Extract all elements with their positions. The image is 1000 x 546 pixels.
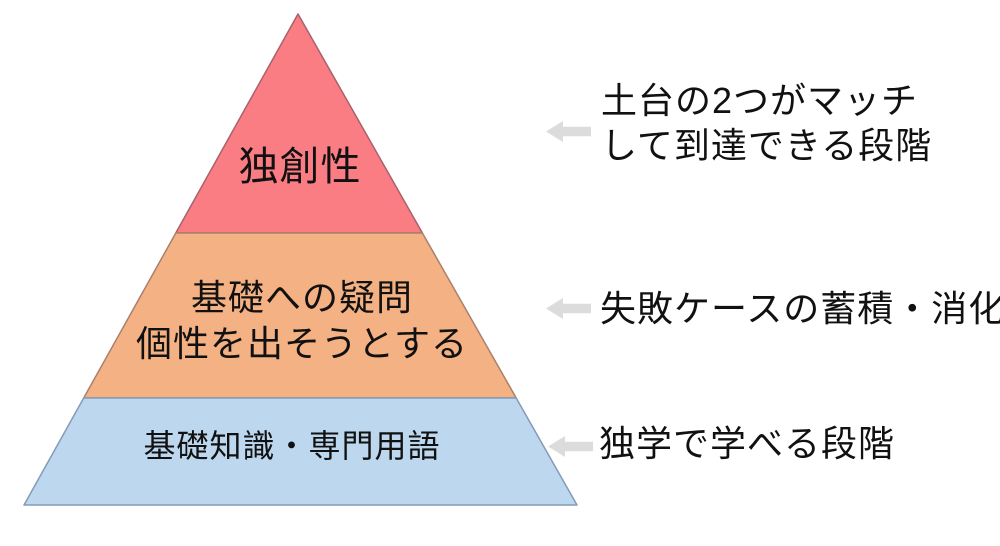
pyramid-level-bottom-label: 基礎知識・専門用語 xyxy=(143,428,441,464)
pyramid-level-top-shape xyxy=(175,13,424,234)
pyramid-level-middle-label-line2: 個性を出そうとする xyxy=(136,323,468,364)
pyramid-level-middle-label: 基礎への疑問 個性を出そうとする xyxy=(136,275,468,367)
annotation-bottom: 独学で学べる段階 xyxy=(599,423,896,464)
annotation-top-line2: して到達できる段階 xyxy=(601,125,933,166)
left-arrow-icon xyxy=(546,298,591,319)
annotation-top: 土台の2つがマッチ して到達できる段階 xyxy=(601,78,932,168)
pyramid-level-middle-label-line1: 基礎への疑問 xyxy=(190,277,414,318)
pyramid-level-top-label: 独創性 xyxy=(238,145,362,189)
left-arrow-icon xyxy=(546,121,591,142)
left-arrow-icon xyxy=(548,436,593,457)
pyramid-graphic xyxy=(23,13,578,506)
pyramid-level-bottom-shape xyxy=(23,397,578,506)
annotation-top-line1: 土台の2つがマッチ xyxy=(601,80,919,121)
annotation-middle: 失敗ケースの蓄積・消化 xyxy=(600,288,1000,329)
